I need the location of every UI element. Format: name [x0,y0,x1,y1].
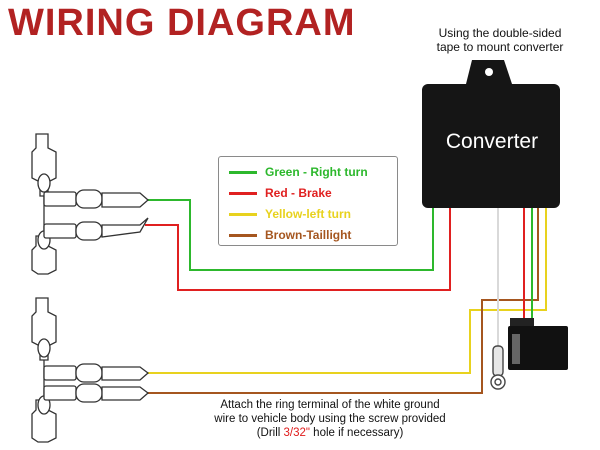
legend-item-red: Red - Brake [229,186,332,200]
red-wire [145,208,451,291]
ground-wire-note: Attach the ring terminal of the white gr… [180,398,480,440]
mounting-note-line-1: Using the double-sided [438,26,562,40]
wire-color-legend: Green - Right turn Red - Brake Yellow-le… [218,156,398,246]
legend-label: Green - Right turn [265,165,368,179]
mounting-hole [485,68,493,76]
legend-item-brown: Brown-Taillight [229,228,351,242]
legend-swatch [229,233,257,237]
brown-wire [145,208,539,394]
legend-label: Red - Brake [265,186,332,200]
taillight-connector-icon [31,297,150,443]
legend-item-yellow: Yellow-left turn [229,207,351,221]
diagram-title: WIRING DIAGRAM [8,2,356,44]
trailer-plug-icon [508,318,568,370]
converter-box [422,60,560,208]
ground-note-line-3: (Drill 3/32" hole if necessary) [180,426,480,440]
converter-body [422,84,560,208]
ground-note-line-1: Attach the ring terminal of the white gr… [220,399,440,411]
taillight-connector-icon [31,133,149,275]
mounting-note: Using the double-sided tape to mount con… [400,26,600,54]
green-wire [145,199,434,271]
legend-swatch [229,212,257,216]
mounting-note-line-2: tape to mount converter [436,40,564,54]
ground-note-line-2: wire to vehicle body using the screw pro… [214,413,446,425]
legend-label: Brown-Taillight [265,228,352,242]
ground-note-pre: (Drill [256,427,284,439]
wires [145,199,547,394]
legend-swatch [229,191,257,195]
converter-label: Converter [445,130,539,153]
legend-label: Yellow-left turn [265,207,352,221]
legend-swatch [229,170,257,174]
drill-size-highlight: 3/32" [283,427,310,439]
yellow-wire [145,208,547,374]
ring-terminal-icon [490,345,506,390]
legend-item-green: Green - Right turn [229,165,368,179]
ground-note-post: hole if necessary) [309,427,404,439]
